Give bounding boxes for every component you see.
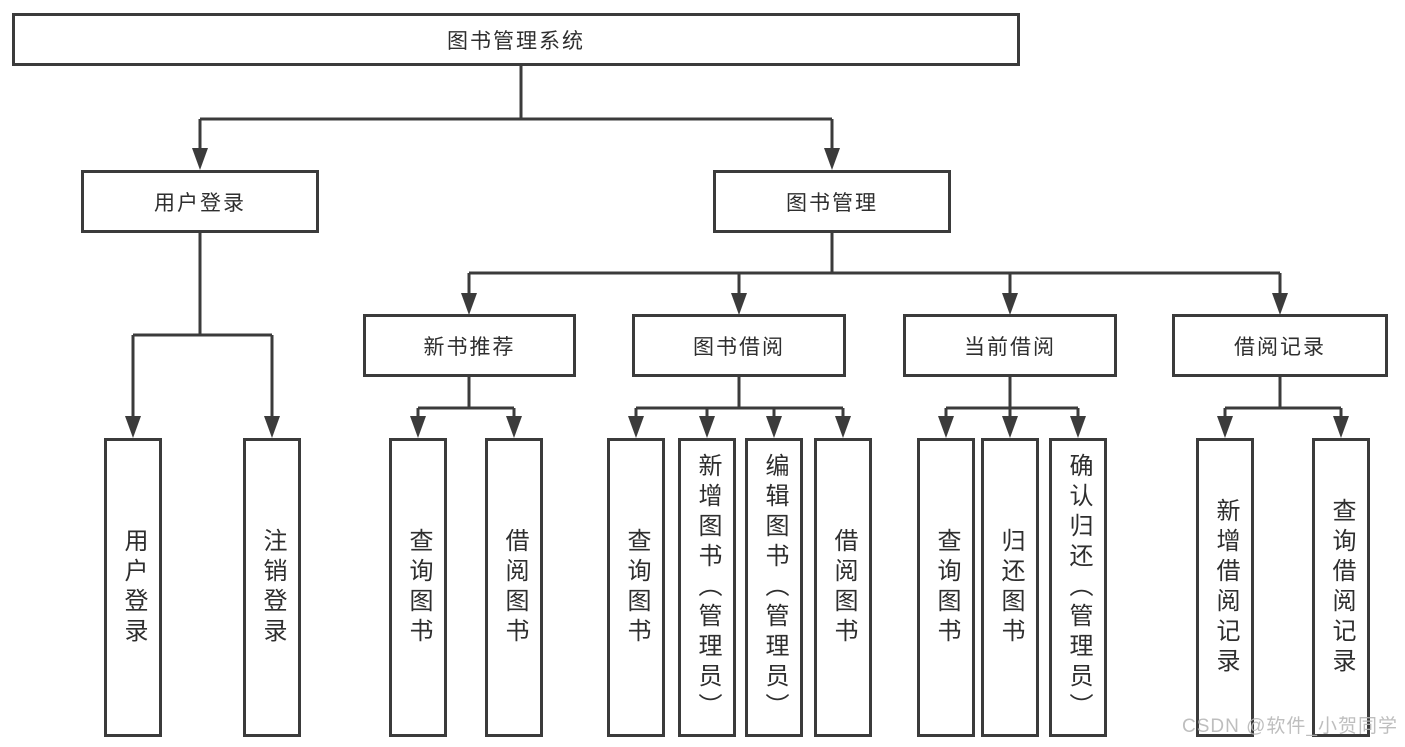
connector-user-login-to-leaves	[131, 232, 274, 420]
node-new-book-recommend: 新书推荐	[363, 314, 576, 377]
leaf-borrow-books-recommend-label: 借阅图书	[501, 527, 528, 648]
connector-new-book-to-leaves	[416, 376, 516, 420]
leaf-add-books-admin: 新增图书（管理员）	[678, 438, 736, 737]
leaf-logout: 注销登录	[243, 438, 301, 737]
leaf-add-borrow-record: 新增借阅记录	[1196, 438, 1254, 737]
arrowhead	[731, 293, 747, 315]
leaf-edit-books-admin-label: 编辑图书（管理员）	[761, 452, 788, 723]
arrowhead	[1217, 416, 1233, 438]
arrowhead	[766, 416, 782, 438]
node-root-library-system: 图书管理系统	[12, 13, 1020, 66]
node-current-borrow-label: 当前借阅	[964, 335, 1056, 359]
arrowhead	[192, 148, 208, 170]
leaf-edit-books-admin: 编辑图书（管理员）	[745, 438, 803, 737]
leaf-add-borrow-record-label: 新增借阅记录	[1212, 497, 1239, 678]
arrowhead	[125, 416, 141, 438]
arrowhead	[938, 416, 954, 438]
leaf-borrow-books-label: 借阅图书	[830, 527, 857, 648]
connector-borrow-record-to-leaves	[1223, 376, 1343, 420]
node-book-borrow: 图书借阅	[632, 314, 846, 377]
leaf-confirm-return-admin: 确认归还（管理员）	[1049, 438, 1107, 737]
arrowhead	[1002, 416, 1018, 438]
leaf-query-borrow-record-label: 查询借阅记录	[1328, 497, 1355, 678]
leaf-confirm-return-admin-label: 确认归还（管理员）	[1065, 452, 1092, 723]
leaf-query-borrow-record: 查询借阅记录	[1312, 438, 1370, 737]
arrowhead	[1333, 416, 1349, 438]
arrowhead	[699, 416, 715, 438]
leaf-return-books-label: 归还图书	[997, 527, 1024, 648]
node-borrow-record: 借阅记录	[1172, 314, 1388, 377]
leaf-borrow-books: 借阅图书	[814, 438, 872, 737]
connector-book-management-to-level3	[467, 232, 1282, 297]
leaf-return-books: 归还图书	[981, 438, 1039, 737]
leaf-add-books-admin-label: 新增图书（管理员）	[694, 452, 721, 723]
node-book-borrow-label: 图书借阅	[693, 335, 785, 359]
arrowhead	[506, 416, 522, 438]
arrowhead	[824, 148, 840, 170]
connector-current-borrow-to-leaves	[944, 376, 1080, 420]
connector-root-to-level2	[198, 66, 834, 152]
node-borrow-record-label: 借阅记录	[1234, 335, 1326, 359]
arrowhead	[264, 416, 280, 438]
arrowheads	[125, 148, 1349, 438]
leaf-query-books-recommend-label: 查询图书	[405, 527, 432, 648]
arrowhead	[1002, 293, 1018, 315]
arrowhead	[1070, 416, 1086, 438]
node-new-book-recommend-label: 新书推荐	[423, 335, 516, 359]
arrowhead	[410, 416, 426, 438]
node-book-management-label: 图书管理	[786, 191, 878, 215]
leaf-query-books-borrow: 查询图书	[607, 438, 665, 737]
node-root-label: 图书管理系统	[447, 29, 585, 53]
connector-book-borrow-to-leaves	[634, 376, 845, 420]
arrowhead	[628, 416, 644, 438]
csdn-watermark: CSDN @软件_小贺同学	[1182, 716, 1398, 737]
leaf-query-books-borrow-label: 查询图书	[623, 527, 650, 648]
leaf-user-login-label: 用户登录	[120, 527, 147, 648]
leaf-query-books-recommend: 查询图书	[389, 438, 447, 737]
node-current-borrow: 当前借阅	[903, 314, 1117, 377]
arrowhead	[461, 293, 477, 315]
arrowhead	[1272, 293, 1288, 315]
leaf-query-books-current: 查询图书	[917, 438, 975, 737]
leaf-query-books-current-label: 查询图书	[933, 527, 960, 648]
leaf-user-login: 用户登录	[104, 438, 162, 737]
node-user-login-label: 用户登录	[154, 191, 246, 215]
arrowhead	[835, 416, 851, 438]
leaf-borrow-books-recommend: 借阅图书	[485, 438, 543, 737]
node-book-management: 图书管理	[713, 170, 951, 233]
node-user-login: 用户登录	[81, 170, 319, 233]
leaf-logout-label: 注销登录	[259, 527, 286, 648]
